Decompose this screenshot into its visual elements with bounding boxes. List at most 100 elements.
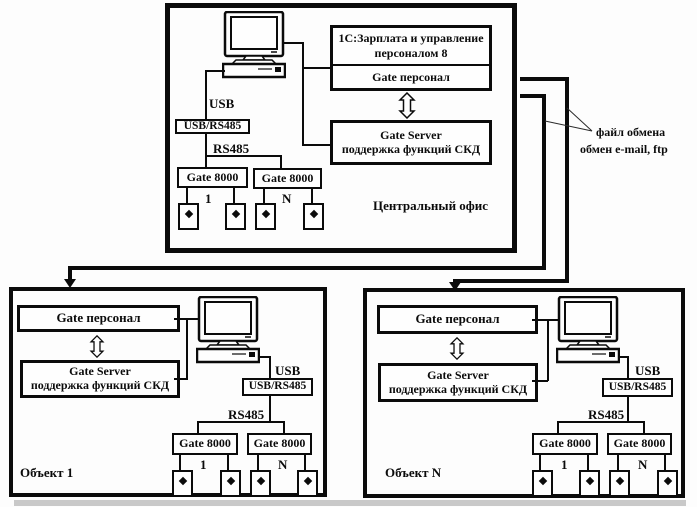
gate-server-subtitle: поддержка функций СКД — [30, 378, 170, 392]
callout-lines — [544, 107, 593, 132]
usb-rs485-converter: USB/RS485 — [175, 119, 250, 134]
usb-rs485-label: USB/RS485 — [183, 119, 242, 132]
gate-personal-label: Gate персонал — [56, 310, 141, 326]
reader-icon — [178, 203, 199, 230]
reader-wire — [617, 455, 619, 470]
reader-icon — [220, 470, 241, 497]
rs485-drop — [557, 421, 559, 433]
reader-icon — [250, 470, 271, 497]
computer-icon — [222, 11, 286, 79]
gate8000-label: Gate 8000 — [539, 436, 591, 451]
gate8000-label: Gate 8000 — [179, 436, 231, 451]
objN-gate8000-box-2: Gate 8000 — [607, 433, 672, 455]
gate8000-label: Gate 8000 — [253, 436, 306, 451]
diamond-dot — [184, 209, 193, 219]
rs485-drop — [280, 155, 282, 169]
app-1c-title-line1: 1С:Зарплата и управление — [338, 31, 484, 45]
usb-rs485-converter: USB/RS485 — [602, 378, 673, 397]
gate8000-box-1: Gate 8000 — [177, 167, 248, 188]
obj1-gate8000-box-2: Gate 8000 — [247, 433, 312, 455]
diamond-dot — [226, 476, 235, 486]
line-index-n: N — [282, 191, 292, 206]
reader-wire — [587, 455, 589, 470]
link-line-a — [453, 279, 569, 283]
obj1-gate8000-box-1: Gate 8000 — [172, 433, 238, 455]
diamond-dot — [231, 209, 240, 219]
reader-wire — [263, 189, 265, 203]
object1-title: Объект 1 — [20, 465, 74, 480]
diamond-dot — [663, 476, 672, 486]
rs485-wire — [627, 397, 629, 422]
link-line-b — [542, 94, 546, 270]
objN-gate-server-box: Gate Server поддержка функций СКД — [378, 363, 538, 402]
link-line-b — [68, 266, 546, 270]
obj1-gate-server-box: Gate Server поддержка функций СКД — [20, 360, 180, 398]
gate-server-title: Gate Server — [380, 127, 442, 142]
rs485-bus — [205, 155, 282, 157]
pc-wire — [532, 319, 559, 321]
rs485-bus — [197, 421, 285, 423]
diamond-dot — [309, 209, 318, 219]
rs485-bus — [557, 421, 645, 423]
pc-wire — [283, 42, 304, 44]
central-office-frame — [165, 3, 517, 253]
pc-wire — [532, 380, 548, 382]
reader-wire — [539, 455, 541, 470]
usb-wire — [205, 70, 225, 72]
computer-icon — [196, 296, 260, 364]
gate8000-label: Gate 8000 — [186, 169, 239, 184]
reader-wire — [257, 455, 259, 470]
reader-icon — [657, 470, 678, 497]
pc-to-server-wire — [302, 144, 330, 146]
reader-icon — [579, 470, 600, 497]
gate8000-box-2: Gate 8000 — [253, 168, 322, 189]
usb-rs485-label: USB/RS485 — [608, 380, 667, 393]
reader-wire — [311, 189, 313, 203]
diamond-dot — [615, 476, 624, 486]
down-arrow-icon — [449, 282, 461, 291]
app-1c-title-line2: персоналом 8 — [374, 46, 448, 60]
reader-icon — [532, 470, 553, 497]
pc-to-app-wire — [302, 67, 330, 69]
line-index-1: 1 — [561, 457, 568, 472]
diamond-dot — [178, 476, 187, 486]
diamond-dot — [303, 476, 312, 486]
reader-icon — [609, 470, 630, 497]
objN-gate-personal-box: Gate персонал — [377, 305, 538, 334]
rs485-label: RS485 — [228, 407, 265, 422]
gate-personal-label: Gate персонал — [415, 311, 500, 327]
exchange-note-line2: обмен e-mail, ftp — [580, 142, 668, 156]
gate-server-box: Gate Server поддержка функций СКД — [330, 120, 492, 165]
usb-rs485-label: USB/RS485 — [248, 380, 307, 393]
rs485-wire — [205, 134, 207, 168]
reader-icon — [225, 203, 246, 230]
objN-gate8000-box-1: Gate 8000 — [532, 433, 598, 455]
usb-label: USB — [635, 363, 661, 378]
computer-icon — [556, 296, 620, 364]
scan-shadow — [14, 500, 686, 506]
reader-wire — [179, 455, 181, 470]
reader-wire — [233, 188, 235, 203]
rs485-drop — [283, 421, 285, 433]
app-1c-title: 1С:Зарплата и управление персоналом 8 — [333, 28, 489, 66]
reader-wire — [186, 188, 188, 203]
diamond-dot — [261, 209, 270, 219]
double-arrow-icon — [89, 335, 105, 358]
gate-server-subtitle: поддержка функций СКД — [341, 141, 481, 156]
object1-frame — [9, 287, 327, 497]
double-arrow-icon — [398, 92, 416, 119]
down-arrow-icon — [64, 279, 76, 288]
gate-server-title: Gate Server — [69, 364, 131, 379]
app-1c-box: 1С:Зарплата и управление персоналом 8 Ga… — [330, 25, 492, 91]
objectN-title: Объект N — [385, 465, 442, 480]
usb-wire — [259, 356, 271, 358]
link-line-b — [68, 268, 72, 280]
rs485-wire — [269, 396, 271, 422]
diamond-dot — [585, 476, 594, 486]
central-office-title: Центральный офис — [373, 198, 489, 213]
link-line-b — [520, 94, 546, 98]
pc-wire — [186, 318, 188, 380]
diamond-dot — [538, 476, 547, 486]
reader-wire — [227, 455, 229, 470]
usb-label: USB — [275, 363, 301, 378]
